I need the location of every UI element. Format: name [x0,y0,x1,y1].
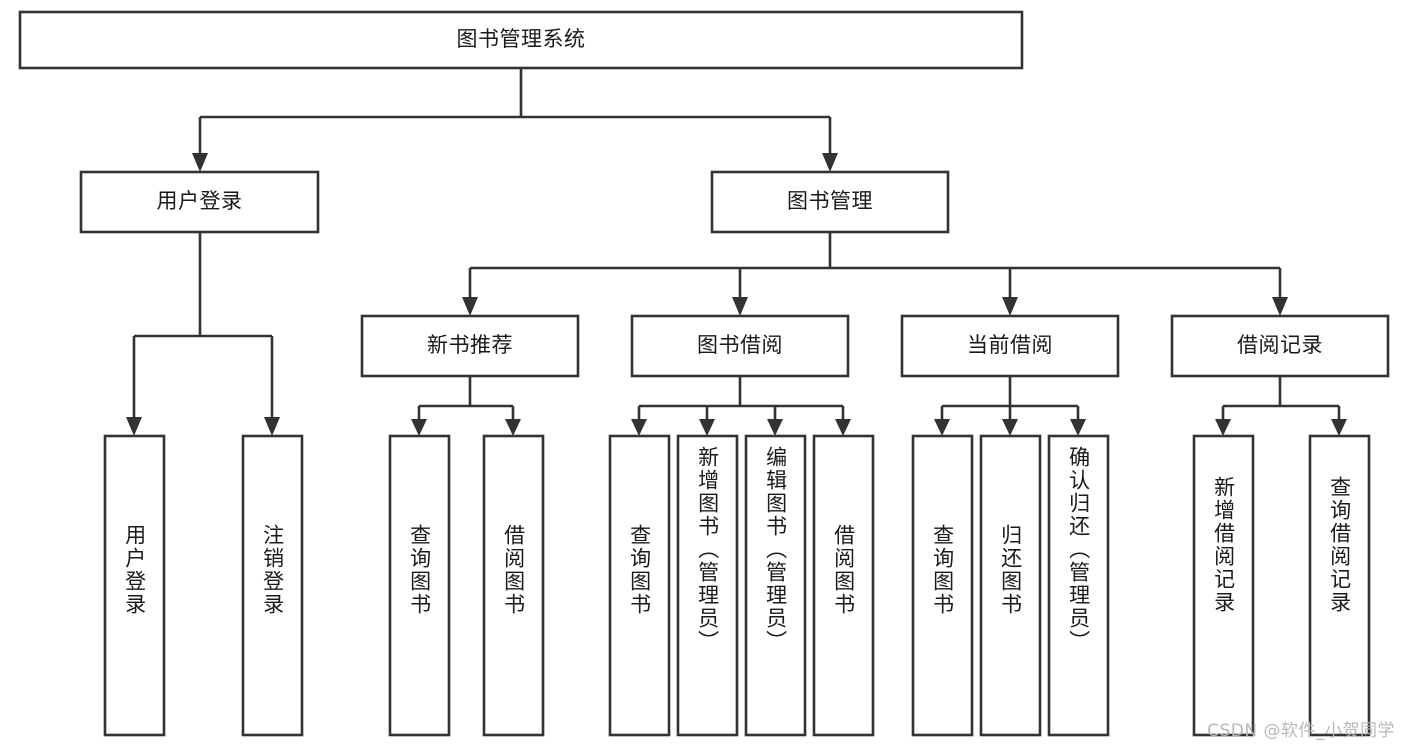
node-box-current-borrow[interactable] [900,314,1120,378]
node-box-leaf-current-borrow-1[interactable] [911,434,974,737]
node-box-book-borrow[interactable] [630,314,850,378]
arrow-head-icon [462,297,478,316]
arrow-head-icon [1331,419,1347,436]
node-box-borrow-record[interactable] [1170,314,1390,378]
node-box-leaf-current-borrow-2[interactable] [979,434,1042,737]
node-box-leaf-new-book-2[interactable] [482,434,545,737]
node-box-leaf-book-borrow-4[interactable] [812,434,875,737]
node-box-leaf-user-login-2[interactable] [241,434,304,737]
node-box-leaf-borrow-record-2[interactable] [1308,434,1371,737]
node-box-leaf-book-borrow-1[interactable] [608,434,671,737]
node-box-new-book-recommend[interactable] [360,314,580,378]
arrow-head-icon [192,153,208,172]
node-box-leaf-new-book-1[interactable] [388,434,451,737]
arrow-head-icon [126,417,142,436]
node-box-leaf-book-borrow-3[interactable] [744,434,807,737]
watermark-text: CSDN @软件_小贺同学 [1207,721,1395,741]
arrow-head-icon [934,419,950,436]
arrow-head-icon [699,419,715,436]
arrow-head-icon [1070,419,1086,436]
edge-current-borrow-to-leaves [934,376,1086,436]
arrow-head-icon [1002,297,1018,316]
arrow-head-icon [822,153,838,172]
arrow-head-icon [1002,419,1018,436]
arrow-head-icon [767,419,783,436]
node-box-leaf-current-borrow-3[interactable] [1047,434,1110,737]
edge-book-management-to-level3 [462,232,1288,316]
edge-root-to-level2 [192,68,838,172]
node-box-root[interactable] [18,10,1024,70]
node-box-leaf-book-borrow-2[interactable] [676,434,739,737]
node-box-book-management[interactable] [710,170,950,234]
arrow-head-icon [732,297,748,316]
node-box-user-login[interactable] [79,170,320,234]
arrow-head-icon [1272,297,1288,316]
node-box-leaf-user-login-1[interactable] [103,434,166,737]
edge-user-login-to-leaves [126,232,280,436]
arrow-head-icon [264,417,280,436]
edge-borrow-record-to-leaves [1215,376,1347,436]
edge-book-borrow-to-leaves [631,376,851,436]
arrow-head-icon [631,419,647,436]
arrow-head-icon [835,419,851,436]
node-box-leaf-borrow-record-1[interactable] [1192,434,1255,737]
edge-new-book-recommend-to-leaves [411,376,521,436]
arrow-head-icon [411,419,427,436]
arrow-head-icon [505,419,521,436]
arrow-head-icon [1215,419,1231,436]
